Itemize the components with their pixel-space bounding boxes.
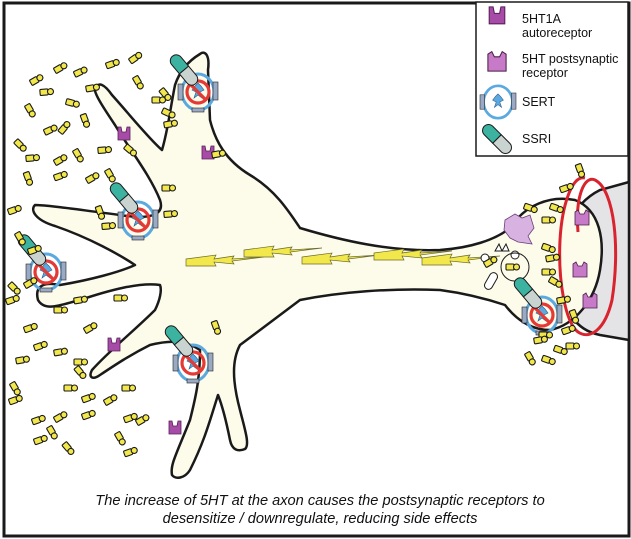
serotonin-molecule	[53, 306, 69, 314]
legend-label-autoreceptor: 5HT1A autoreceptor	[522, 12, 592, 40]
legend-label-sert: SERT	[522, 95, 556, 109]
serotonin-molecule	[101, 221, 117, 231]
legend-label-postsynaptic: 5HT postsynaptic receptor	[522, 52, 618, 80]
caption-line-1: The increase of 5HT at the axon causes t…	[95, 493, 545, 509]
legend-autoreceptor-line1: 5HT1A	[522, 12, 561, 26]
synapse-highlight-ring	[558, 176, 618, 337]
serotonin-molecule	[63, 384, 79, 392]
serotonin-molecule	[97, 145, 113, 155]
legend-label-ssri: SSRI	[522, 132, 552, 146]
legend-postsynaptic-line1: 5HT postsynaptic	[522, 52, 619, 66]
serotonin-molecule	[121, 384, 137, 392]
serotonin-molecule	[161, 184, 177, 192]
legend-postsynaptic-line2: receptor	[522, 66, 568, 80]
serotonin-molecule	[73, 358, 89, 366]
serotonin-molecule	[541, 216, 557, 224]
legend	[475, 1, 629, 157]
serotonin-molecule	[541, 268, 557, 276]
caption-line-2: desensitize / downregulate, reducing sid…	[162, 511, 478, 527]
serotonin-molecule	[163, 209, 179, 219]
serotonin-molecule	[151, 96, 167, 104]
serotonin-molecule	[113, 294, 129, 302]
serotonin-molecule	[25, 153, 41, 163]
legend-autoreceptor-line2: autoreceptor	[522, 26, 593, 40]
serotonin-molecule	[565, 342, 581, 350]
synaptic-terminal-vesicles	[480, 213, 535, 290]
sert-icon	[479, 84, 517, 120]
legend-box	[475, 1, 629, 157]
serotonin-molecule	[39, 87, 55, 97]
